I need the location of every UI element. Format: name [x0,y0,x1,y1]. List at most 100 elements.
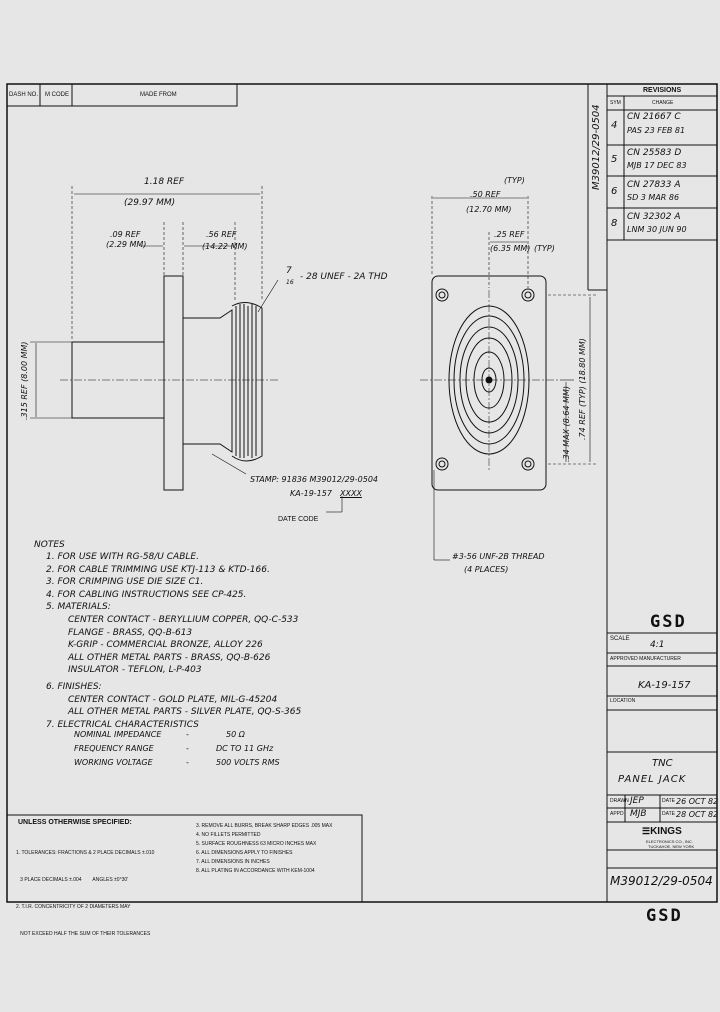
unless-heading: UNLESS OTHERWISE SPECIFIED: [18,819,132,826]
revisions-table: REVISIONS SYM CHANGE 4 CN 21667 C PAS 23… [607,84,717,240]
note-line: 7. ELECTRICAL CHARACTERISTICS [46,719,199,730]
note-line: 5. MATERIALS: [46,602,111,613]
note-line: K-GRIP - COMMERCIAL BRONZE, ALLOY 226 [68,640,263,651]
note-line: INSULATOR - TEFLON, L-P-403 [68,665,202,676]
dim-overall-ref: 1.18 REF [144,177,185,187]
hole-places: (4 PLACES) [464,565,509,574]
note-line: ALL OTHER METAL PARTS - BRASS, QQ-B-626 [68,652,271,663]
note-line: ALL OTHER METAL PARTS - SILVER PLATE, QQ… [68,707,302,718]
vertical-part-number: M39012/29-0504 [591,104,602,190]
electrical-row: NOMINAL IMPEDANCE - 50 Ω [74,728,304,742]
hole-thread-spec: #3-56 UNF-2B THREAD [452,552,545,561]
unless-left-line: NOT EXCEED HALF THE SUM OF THEIR TOLERAN… [16,931,151,937]
header-mcode: M CODE [45,92,69,98]
electrical-label: WORKING VOLTAGE [74,758,153,767]
revision-sym: 4 [611,120,618,131]
dim-25-mm: (6.35 MM) [490,244,531,253]
revisions-col-change: CHANGE [652,100,674,106]
kings-part-number: KA-19-157 [638,680,691,691]
drawn-by: JEP [630,796,644,806]
revision-line1: CN 21667 C [627,112,681,122]
revision-line1: CN 27833 A [627,180,681,190]
revision-line1: CN 25583 D [627,148,682,158]
title-line1: TNC [652,758,673,769]
revision-line2: LNM 30 JUN 90 [627,225,687,234]
notes-list: 1. FOR USE WITH RG-58/U CABLE. 2. FOR CA… [46,551,301,731]
drawn-date: 26 OCT 82 [676,797,719,806]
revision-sym: 5 [611,154,618,165]
dim-09-ref: .09 REF [110,230,141,239]
location-label: LOCATION [610,698,636,704]
note-line: 4. FOR CABLING INSTRUCTIONS SEE CP-425. [46,589,247,600]
dim-typ-2: (TYP) [534,244,555,253]
dim-09-mm: (2.29 MM) [106,240,147,249]
approved-mfr-label: APPROVED MANUFACTURER [610,656,681,662]
note-line: 3. FOR CRIMPING USE DIE SIZE C1. [46,577,204,588]
company-name: KINGS [650,826,682,837]
note-line: CENTER CONTACT - BERYLLIUM COPPER, QQ-C-… [68,614,299,625]
gsd-mark-top: GSD [650,612,687,632]
unless-right-line: 6. ALL DIMENSIONS APPLY TO FINISHES [196,850,293,856]
revisions-col-sym: SYM [610,100,621,106]
scale-value: 4:1 [650,640,665,650]
note-line: FLANGE - BRASS, QQ-B-613 [68,627,193,638]
dim-thread-spec: - 28 UNEF - 2A THD [300,272,388,282]
electrical-value: 50 Ω [226,730,245,739]
gsd-mark-footer: GSD [646,906,683,926]
note-line: CENTER CONTACT - GOLD PLATE, MIL-G-45204 [68,694,278,705]
revision-line2: PAS 23 FEB 81 [627,126,686,135]
dim-typ-top: (TYP) [504,176,525,185]
electrical-row: FREQUENCY RANGE - DC TO 11 GHz [74,742,304,756]
stamp-xxxx: XXXX [340,489,362,498]
revision-line1: CN 32302 A [627,212,681,222]
dim-25-ref: .25 REF [494,230,525,239]
revisions-title: REVISIONS [643,87,682,94]
revision-sym: 8 [611,218,618,229]
unless-left-line: 3 PLACE DECIMALS ±.004 ANGLES ±0°30' [16,877,129,883]
electrical-value: DC TO 11 GHz [216,744,274,753]
revision-line2: SD 3 MAR 86 [627,193,680,202]
drawn-date-label: DATE [662,798,675,804]
company-logo-icon: ☰ [642,826,651,836]
electrical-label: FREQUENCY RANGE [74,744,154,753]
stamp-line2: KA-19-157 [290,489,332,498]
part-number: M39012/29-0504 [610,874,713,888]
company-sub2: TUCKAHOE, NEW YORK [648,844,695,849]
unless-right-line: 8. ALL PLATING IN ACCORDANCE WITH KEM-10… [196,868,315,874]
unless-right-line: 3. REMOVE ALL BURRS, BREAK SHARP EDGES .… [196,823,333,829]
notes-heading: NOTES [34,540,65,550]
unless-right-line: 5. SURFACE ROUGHNESS 63 MICRO INCHES MAX [196,841,317,847]
note-line: 1. FOR USE WITH RG-58/U CABLE. [46,552,199,562]
header-dash-no: DASH NO. [9,92,39,98]
title-line2: PANEL JACK [618,774,687,785]
dim-56-ref: .56 REF [206,230,237,239]
unless-left-line: 1. TOLERANCES: FRACTIONS & 2 PLACE DECIM… [16,850,155,856]
appd-label: APPD [610,811,624,817]
dim-overall-mm: (29.97 MM) [124,198,176,208]
company-sub1: ELECTRONICS CO., INC. [646,839,693,844]
drawn-label: DRAWN [610,798,629,804]
scale-label: SCALE [610,636,630,642]
revision-line2: MJB 17 DEC 83 [627,161,687,170]
electrical-label: NOMINAL IMPEDANCE [74,730,162,739]
unless-left-line: 2. T.I.R. CONCENTRICITY OF 2 DIAMETERS M… [16,904,131,910]
dim-thread-fraction-den: 16 [286,279,294,286]
electrical-value: 500 VOLTS RMS [216,758,280,767]
unless-right-list: 3. REMOVE ALL BURRS, BREAK SHARP EDGES .… [196,822,332,876]
stamp-line1: STAMP: 91836 M39012/29-0504 [250,475,378,484]
electrical-row: WORKING VOLTAGE - 500 VOLTS RMS [74,756,304,770]
unless-right-line: 7. ALL DIMENSIONS IN INCHES [196,859,270,865]
dim-56-mm: (14.22 MM) [202,242,248,251]
note-line: 6. FINISHES: [46,681,102,692]
electrical-table: NOMINAL IMPEDANCE - 50 Ω FREQUENCY RANGE… [74,728,304,770]
unless-left-list: 1. TOLERANCES: FRACTIONS & 2 PLACE DECIM… [16,831,154,948]
note-line: 2. FOR CABLE TRIMMING USE KTJ-113 & KTD-… [46,564,270,575]
appd-date-label: DATE [662,811,675,817]
company-logo: ☰KINGS [642,826,682,837]
dim-thread-fraction-num: 7 [286,266,292,276]
date-code-label: DATE CODE [278,516,319,523]
appd-by: MJB [630,809,647,819]
revision-sym: 6 [611,186,618,197]
dim-50-mm: (12.70 MM) [466,205,512,214]
